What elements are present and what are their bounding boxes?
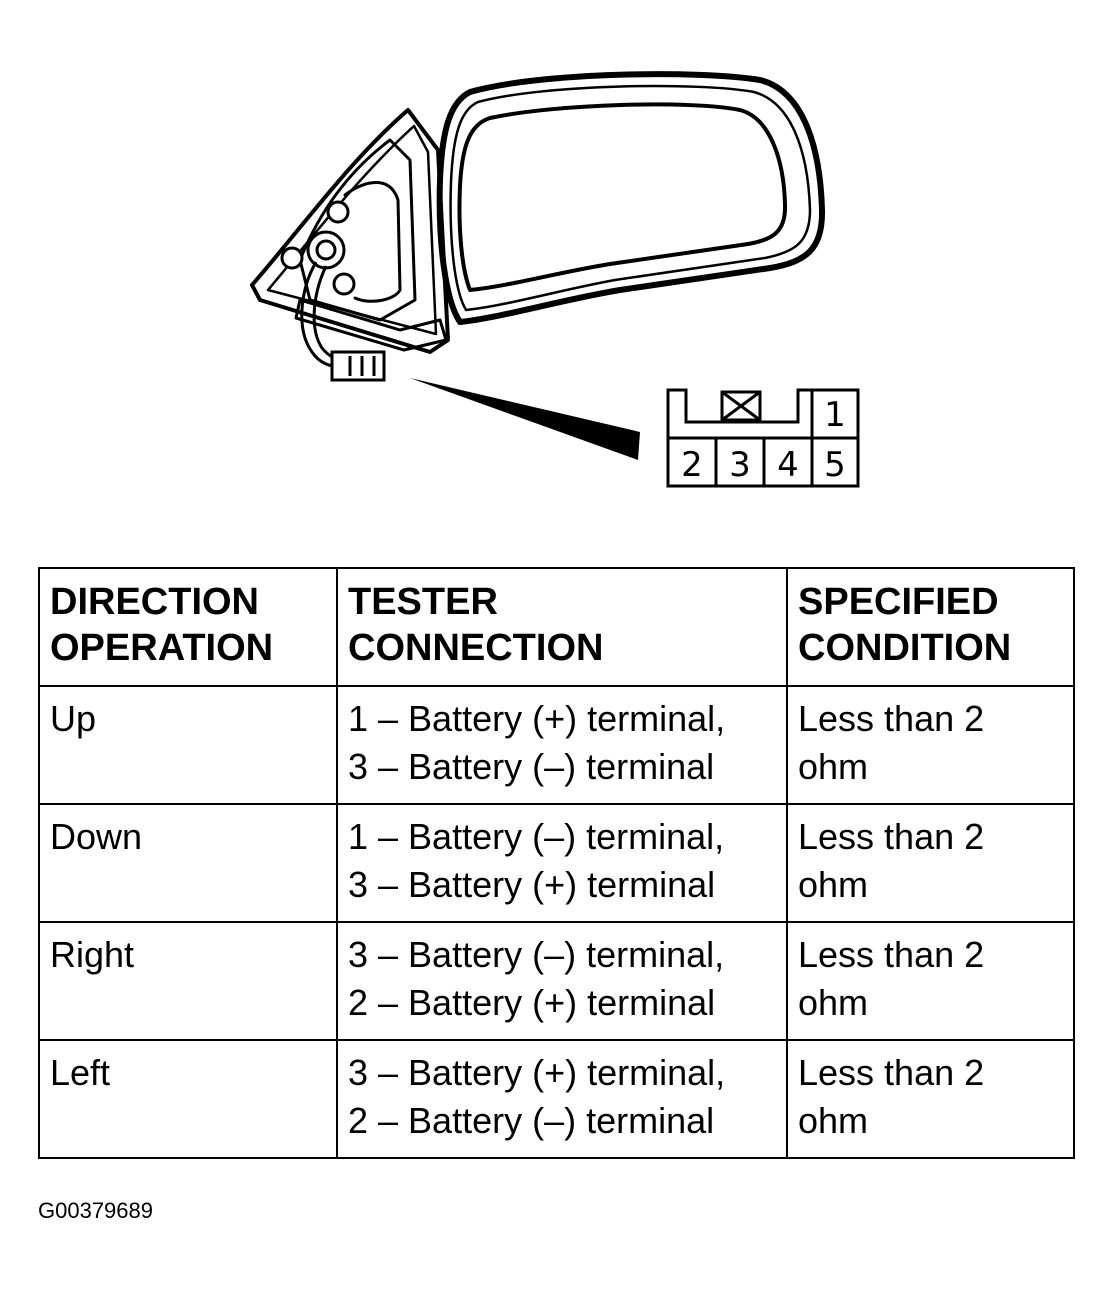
table-row: Down 1 – Battery (–) terminal, 3 – Batte… (38, 803, 1075, 923)
connection-cell: 3 – Battery (+) terminal, 2 – Battery (–… (336, 1039, 788, 1159)
table-row: Up 1 – Battery (+) terminal, 3 – Battery… (38, 685, 1075, 805)
connection-cell: 1 – Battery (+) terminal, 3 – Battery (–… (336, 685, 788, 805)
table-row: Right 3 – Battery (–) terminal, 2 – Batt… (38, 921, 1075, 1041)
mounting-bolts (280, 200, 356, 296)
direction-cell: Left (38, 1039, 338, 1159)
connection-cell: 3 – Battery (–) terminal, 2 – Battery (+… (336, 921, 788, 1041)
leader-pointer (410, 378, 640, 460)
mirror-housing (250, 71, 826, 354)
condition-cell: Less than 2 ohm (786, 685, 1075, 805)
connection-cell: 1 – Battery (–) terminal, 3 – Battery (+… (336, 803, 788, 923)
pin-label-4: 4 (777, 445, 799, 485)
harness-connector-plug (330, 350, 386, 382)
direction-cell: Up (38, 685, 338, 805)
switch-inspection-table: DIRECTION OPERATION TESTER CONNECTION SP… (38, 567, 1075, 1159)
pin-label-2: 2 (681, 445, 703, 485)
condition-cell: Less than 2 ohm (786, 1039, 1075, 1159)
table-header-row: DIRECTION OPERATION TESTER CONNECTION SP… (38, 567, 1075, 687)
condition-cell: Less than 2 ohm (786, 803, 1075, 923)
pin-label-5: 5 (824, 445, 846, 485)
mirror-diagram: 1 2 3 4 5 (0, 0, 1112, 540)
header-specified-condition: SPECIFIED CONDITION (786, 567, 1075, 687)
connector-pin-labels: 1 2 3 4 5 (681, 395, 846, 485)
pin-label-1: 1 (824, 395, 846, 435)
header-direction-operation: DIRECTION OPERATION (38, 567, 338, 687)
connector-face (666, 388, 860, 488)
condition-cell: Less than 2 ohm (786, 921, 1075, 1041)
table-row: Left 3 – Battery (+) terminal, 2 – Batte… (38, 1039, 1075, 1159)
pin-label-3: 3 (729, 445, 751, 485)
direction-cell: Right (38, 921, 338, 1041)
figure-id: G00379689 (38, 1198, 153, 1223)
direction-cell: Down (38, 803, 338, 923)
mirror-diagram-svg: 1 2 3 4 5 (250, 71, 860, 488)
header-tester-connection: TESTER CONNECTION (336, 567, 788, 687)
